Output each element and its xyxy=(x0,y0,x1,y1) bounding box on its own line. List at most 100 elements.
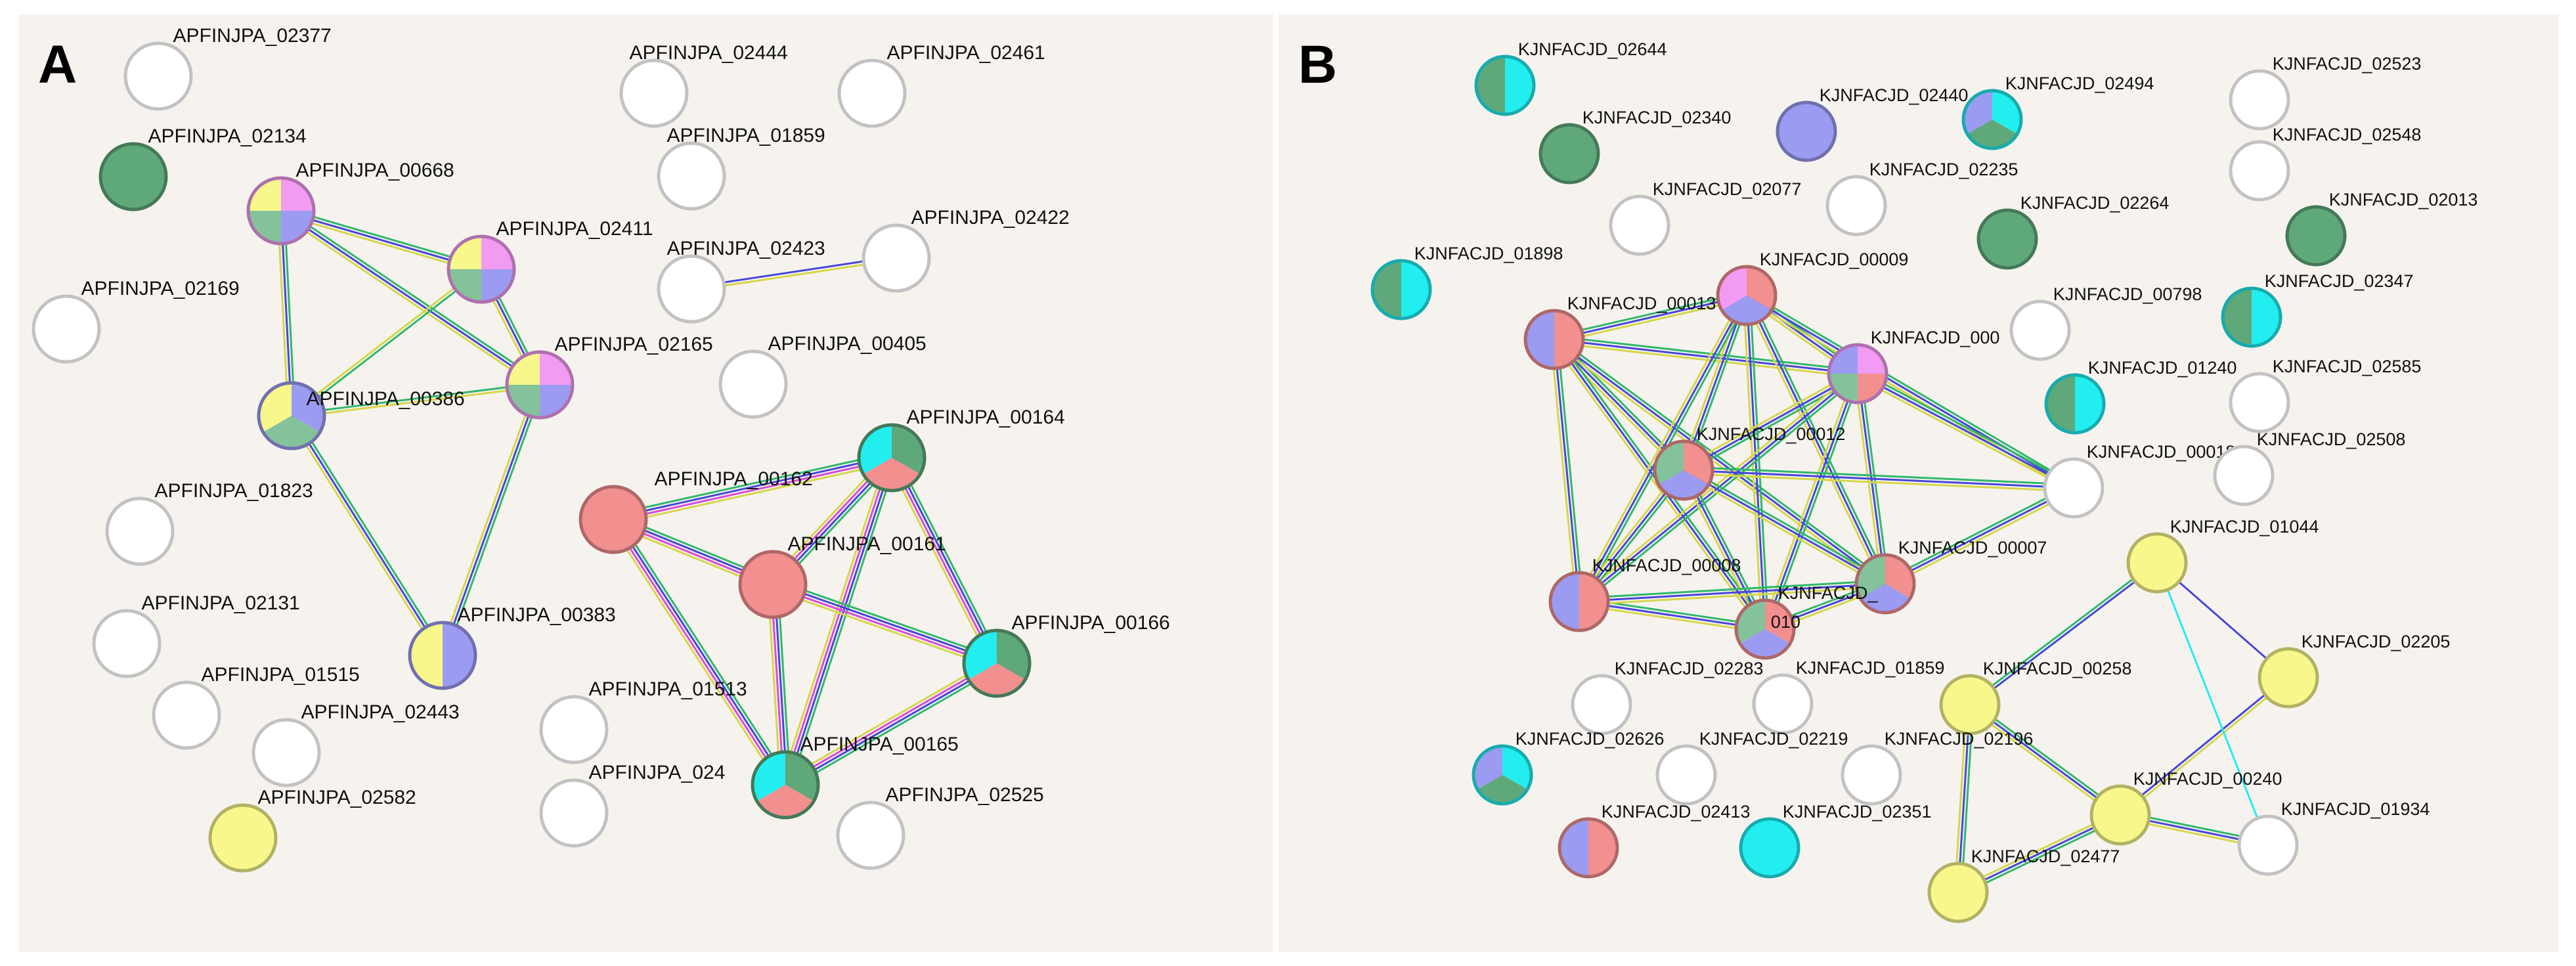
protein-node[interactable]: APFINJPA_01513 xyxy=(539,678,747,764)
protein-node[interactable]: APFINJPA_02411 xyxy=(447,218,653,304)
protein-node[interactable]: KJNFACJD_00013 xyxy=(1523,294,1716,370)
edge xyxy=(608,516,791,788)
protein-node[interactable]: APFINJPA_024 xyxy=(539,762,725,848)
protein-node[interactable]: APFINJPA_02165 xyxy=(505,334,713,420)
protein-node[interactable]: KJNFACJD_01044 xyxy=(2126,517,2319,594)
protein-node[interactable]: KJNFACJD_02264 xyxy=(1976,193,2169,270)
protein-node[interactable]: KJNFACJD_00258 xyxy=(1939,659,2132,735)
protein-node[interactable]: KJNFACJD_02494 xyxy=(1961,74,2154,150)
protein-node[interactable]: KJNFACJD_02235 xyxy=(1825,160,2018,236)
protein-node[interactable]: KJNFACJD_02548 xyxy=(2229,125,2421,202)
protein-node[interactable]: KJNFACJD_00009 xyxy=(1716,250,1908,326)
protein-node[interactable]: APFINJPA_02169 xyxy=(32,278,240,364)
edge xyxy=(691,255,897,292)
protein-node[interactable]: KJNFACJD_02219 xyxy=(1655,729,1848,806)
node-border xyxy=(1558,817,1619,879)
protein-node[interactable]: KJNFACJD_02626 xyxy=(1472,729,1664,806)
protein-node[interactable]: APFINJPA_00166 xyxy=(962,612,1170,698)
protein-node[interactable]: APFINJPA_02422 xyxy=(862,207,1070,293)
protein-node[interactable]: APFINJPA_00164 xyxy=(857,406,1065,493)
node-border xyxy=(105,496,175,566)
protein-node[interactable]: KJNFACJD_02585 xyxy=(2229,357,2421,433)
edge-strand-green xyxy=(1883,484,2073,582)
protein-node[interactable]: KJNFACJD_00007 xyxy=(1854,538,2047,615)
protein-node[interactable]: APFINJPA_00162 xyxy=(579,468,813,554)
edge xyxy=(2156,562,2269,846)
node-fill xyxy=(94,611,160,676)
protein-node[interactable]: APFINJPA_01859 xyxy=(657,125,825,211)
edge-strand-green xyxy=(1556,336,1888,582)
node-slice-blue xyxy=(1739,629,1791,658)
protein-node[interactable]: KJNFACJD_01859 xyxy=(1752,658,1944,735)
protein-node[interactable]: APFINJPA_02377 xyxy=(123,25,332,111)
node-label: KJNFACJD_02013 xyxy=(2329,190,2478,209)
protein-node[interactable]: KJNFACJD_00798 xyxy=(2009,284,2202,361)
protein-node[interactable]: KJNFACJD_02508 xyxy=(2213,429,2406,506)
protein-node[interactable]: KJNFACJD_00008 xyxy=(1548,556,1741,632)
protein-node[interactable]: KJNFACJD_02440 xyxy=(1776,85,1968,162)
protein-node[interactable]: KJNFACJD_02283 xyxy=(1571,659,1763,735)
node-fill xyxy=(659,143,724,209)
protein-node[interactable]: KJNFACJD_02205 xyxy=(2258,632,2450,709)
protein-node[interactable]: APFINJPA_02525 xyxy=(836,784,1044,870)
protein-node[interactable]: APFINJPA_02134 xyxy=(98,125,307,211)
edge-strand-yellow xyxy=(1681,370,1857,468)
protein-node[interactable]: KJNFACJD_02340 xyxy=(1539,108,1731,185)
node-border xyxy=(2213,445,2275,506)
node-label: KJNFACJD_00258 xyxy=(1983,659,2132,678)
node-label: KJNFACJD_02477 xyxy=(1971,846,2120,866)
protein-node[interactable]: APFINJPA_02423 xyxy=(657,238,825,324)
protein-node[interactable]: APFINJPA_02582 xyxy=(208,787,416,873)
protein-node[interactable]: KJNFACJD_00240 xyxy=(2089,769,2282,846)
protein-node[interactable]: KJNFACJD_000 xyxy=(1827,328,1999,405)
protein-node[interactable]: APFINJPA_02444 xyxy=(619,42,788,128)
node-border xyxy=(1739,817,1801,879)
protein-node[interactable]: APFINJPA_02443 xyxy=(251,701,460,787)
protein-node[interactable]: KJNFACJD_02413 xyxy=(1558,802,1750,879)
protein-node[interactable]: KJNFACJD_01240 xyxy=(2044,358,2237,435)
protein-node[interactable]: KJNFACJD_02644 xyxy=(1474,39,1667,116)
protein-node[interactable]: APFINJPA_02131 xyxy=(92,592,300,678)
protein-node[interactable]: APFINJPA_01515 xyxy=(152,664,360,750)
protein-node[interactable]: KJNFACJD_02477 xyxy=(1927,846,2120,923)
protein-node[interactable]: APFINJPA_00161 xyxy=(738,533,946,619)
protein-node[interactable]: KJNFACJD_02077 xyxy=(1609,179,1801,256)
protein-node[interactable]: KJNFACJD_02351 xyxy=(1739,802,1931,879)
edge-strand-yellow xyxy=(292,385,540,418)
edge xyxy=(1579,579,1886,606)
protein-node[interactable]: KJNFACJD_02196 xyxy=(1841,729,2033,806)
node-border xyxy=(257,381,326,450)
node-label: APFINJPA_00165 xyxy=(800,734,959,755)
edge-strand-yellow xyxy=(288,416,441,658)
node-border xyxy=(32,294,101,364)
protein-node[interactable]: KJNFACJD_00018 xyxy=(2043,442,2235,519)
protein-node[interactable]: APFINJPA_00165 xyxy=(751,734,959,820)
protein-node[interactable]: APFINJPA_00383 xyxy=(408,604,616,690)
protein-node[interactable]: KJNFACJD_01898 xyxy=(1370,244,1563,320)
protein-node[interactable]: APFINJPA_00405 xyxy=(718,333,927,419)
node-label: KJNFACJD_02508 xyxy=(2257,429,2406,449)
protein-node[interactable]: APFINJPA_00668 xyxy=(246,160,454,246)
node-label: KJNFACJD_00012 xyxy=(1697,424,1846,444)
protein-node[interactable]: KJNFACJD_02347 xyxy=(2221,271,2413,348)
protein-node[interactable]: KJNFACJD_02013 xyxy=(2285,190,2478,267)
node-fill xyxy=(2045,459,2103,517)
protein-node[interactable]: KJNFACJD_010 xyxy=(1734,583,1878,660)
node-fill xyxy=(1573,676,1630,734)
edge-strand-blue xyxy=(1885,487,2074,585)
node-border xyxy=(857,423,927,493)
protein-node[interactable]: KJNFACJD_02523 xyxy=(2229,54,2421,131)
edge-strand-blue xyxy=(1857,372,2074,489)
node-fill xyxy=(107,498,173,564)
node-border xyxy=(1716,265,1778,326)
node-slice-yellow xyxy=(410,623,443,688)
edge xyxy=(886,454,1003,667)
edge-strand-blue xyxy=(892,456,999,663)
node-slice-pink xyxy=(481,236,514,269)
protein-node[interactable]: KJNFACJD_01934 xyxy=(2237,799,2430,876)
protein-node[interactable]: KJNFACJD_00012 xyxy=(1653,424,1846,501)
node-fill xyxy=(1941,676,1999,734)
protein-node[interactable]: APFINJPA_01823 xyxy=(105,480,313,566)
protein-node[interactable]: APFINJPA_02461 xyxy=(837,42,1045,128)
protein-node[interactable]: APFINJPA_00386 xyxy=(257,381,465,450)
